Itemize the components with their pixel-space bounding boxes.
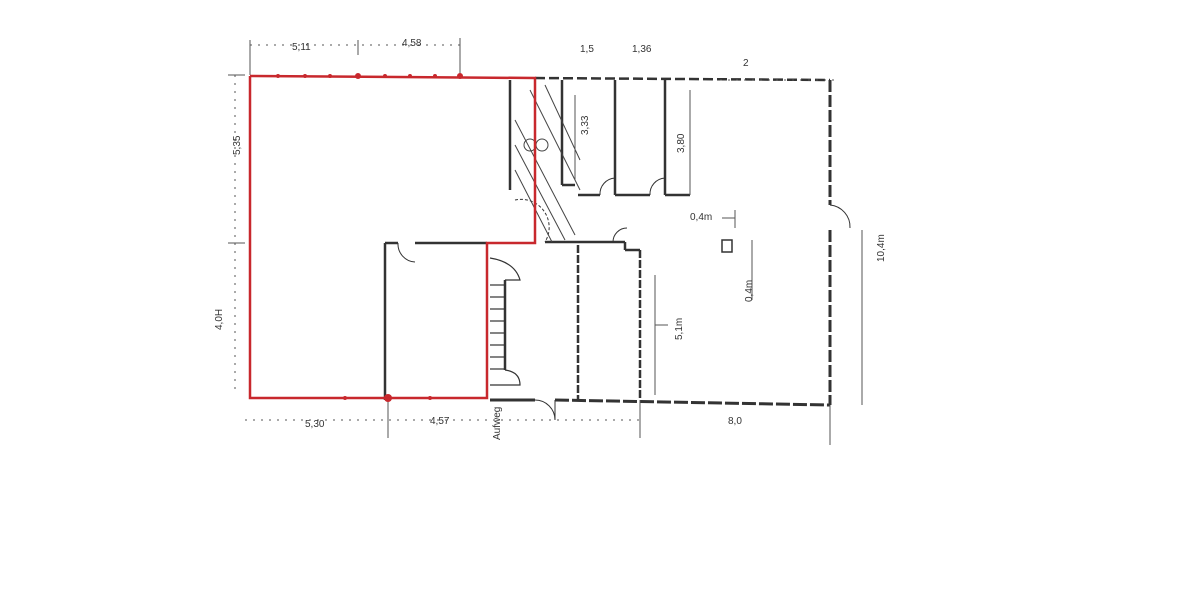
highlighted-area-outline — [248, 74, 537, 400]
building-walls — [383, 76, 832, 407]
svg-text:3,33: 3,33 — [580, 115, 591, 135]
svg-text:Aufweg: Aufweg — [492, 407, 503, 440]
svg-text:5,30: 5,30 — [305, 419, 325, 430]
svg-text:5,11: 5,11 — [292, 42, 311, 53]
svg-text:1,5: 1,5 — [580, 44, 594, 55]
door-swings — [397, 177, 851, 421]
svg-text:1,36: 1,36 — [632, 44, 652, 55]
svg-text:0,4m: 0,4m — [744, 280, 755, 302]
dimension-lines — [228, 38, 863, 445]
svg-text:4,0H: 4,0H — [214, 309, 225, 330]
outline-ticks — [276, 73, 463, 402]
dimension-labels: 5,11 4,58 1,5 1,36 2 5,35 4,0H 5,30 4,57… — [214, 38, 887, 440]
svg-text:3,80: 3,80 — [676, 133, 687, 153]
svg-text:5,35: 5,35 — [232, 135, 243, 155]
svg-text:10,4m: 10,4m — [876, 234, 887, 262]
svg-text:2: 2 — [743, 58, 749, 69]
svg-text:5,1m: 5,1m — [674, 318, 685, 340]
svg-text:0,4m: 0,4m — [690, 212, 712, 223]
svg-text:4,57: 4,57 — [430, 416, 450, 427]
svg-text:8,0: 8,0 — [728, 416, 742, 427]
wc-hatching — [514, 84, 581, 243]
svg-text:4,58: 4,58 — [402, 38, 422, 49]
